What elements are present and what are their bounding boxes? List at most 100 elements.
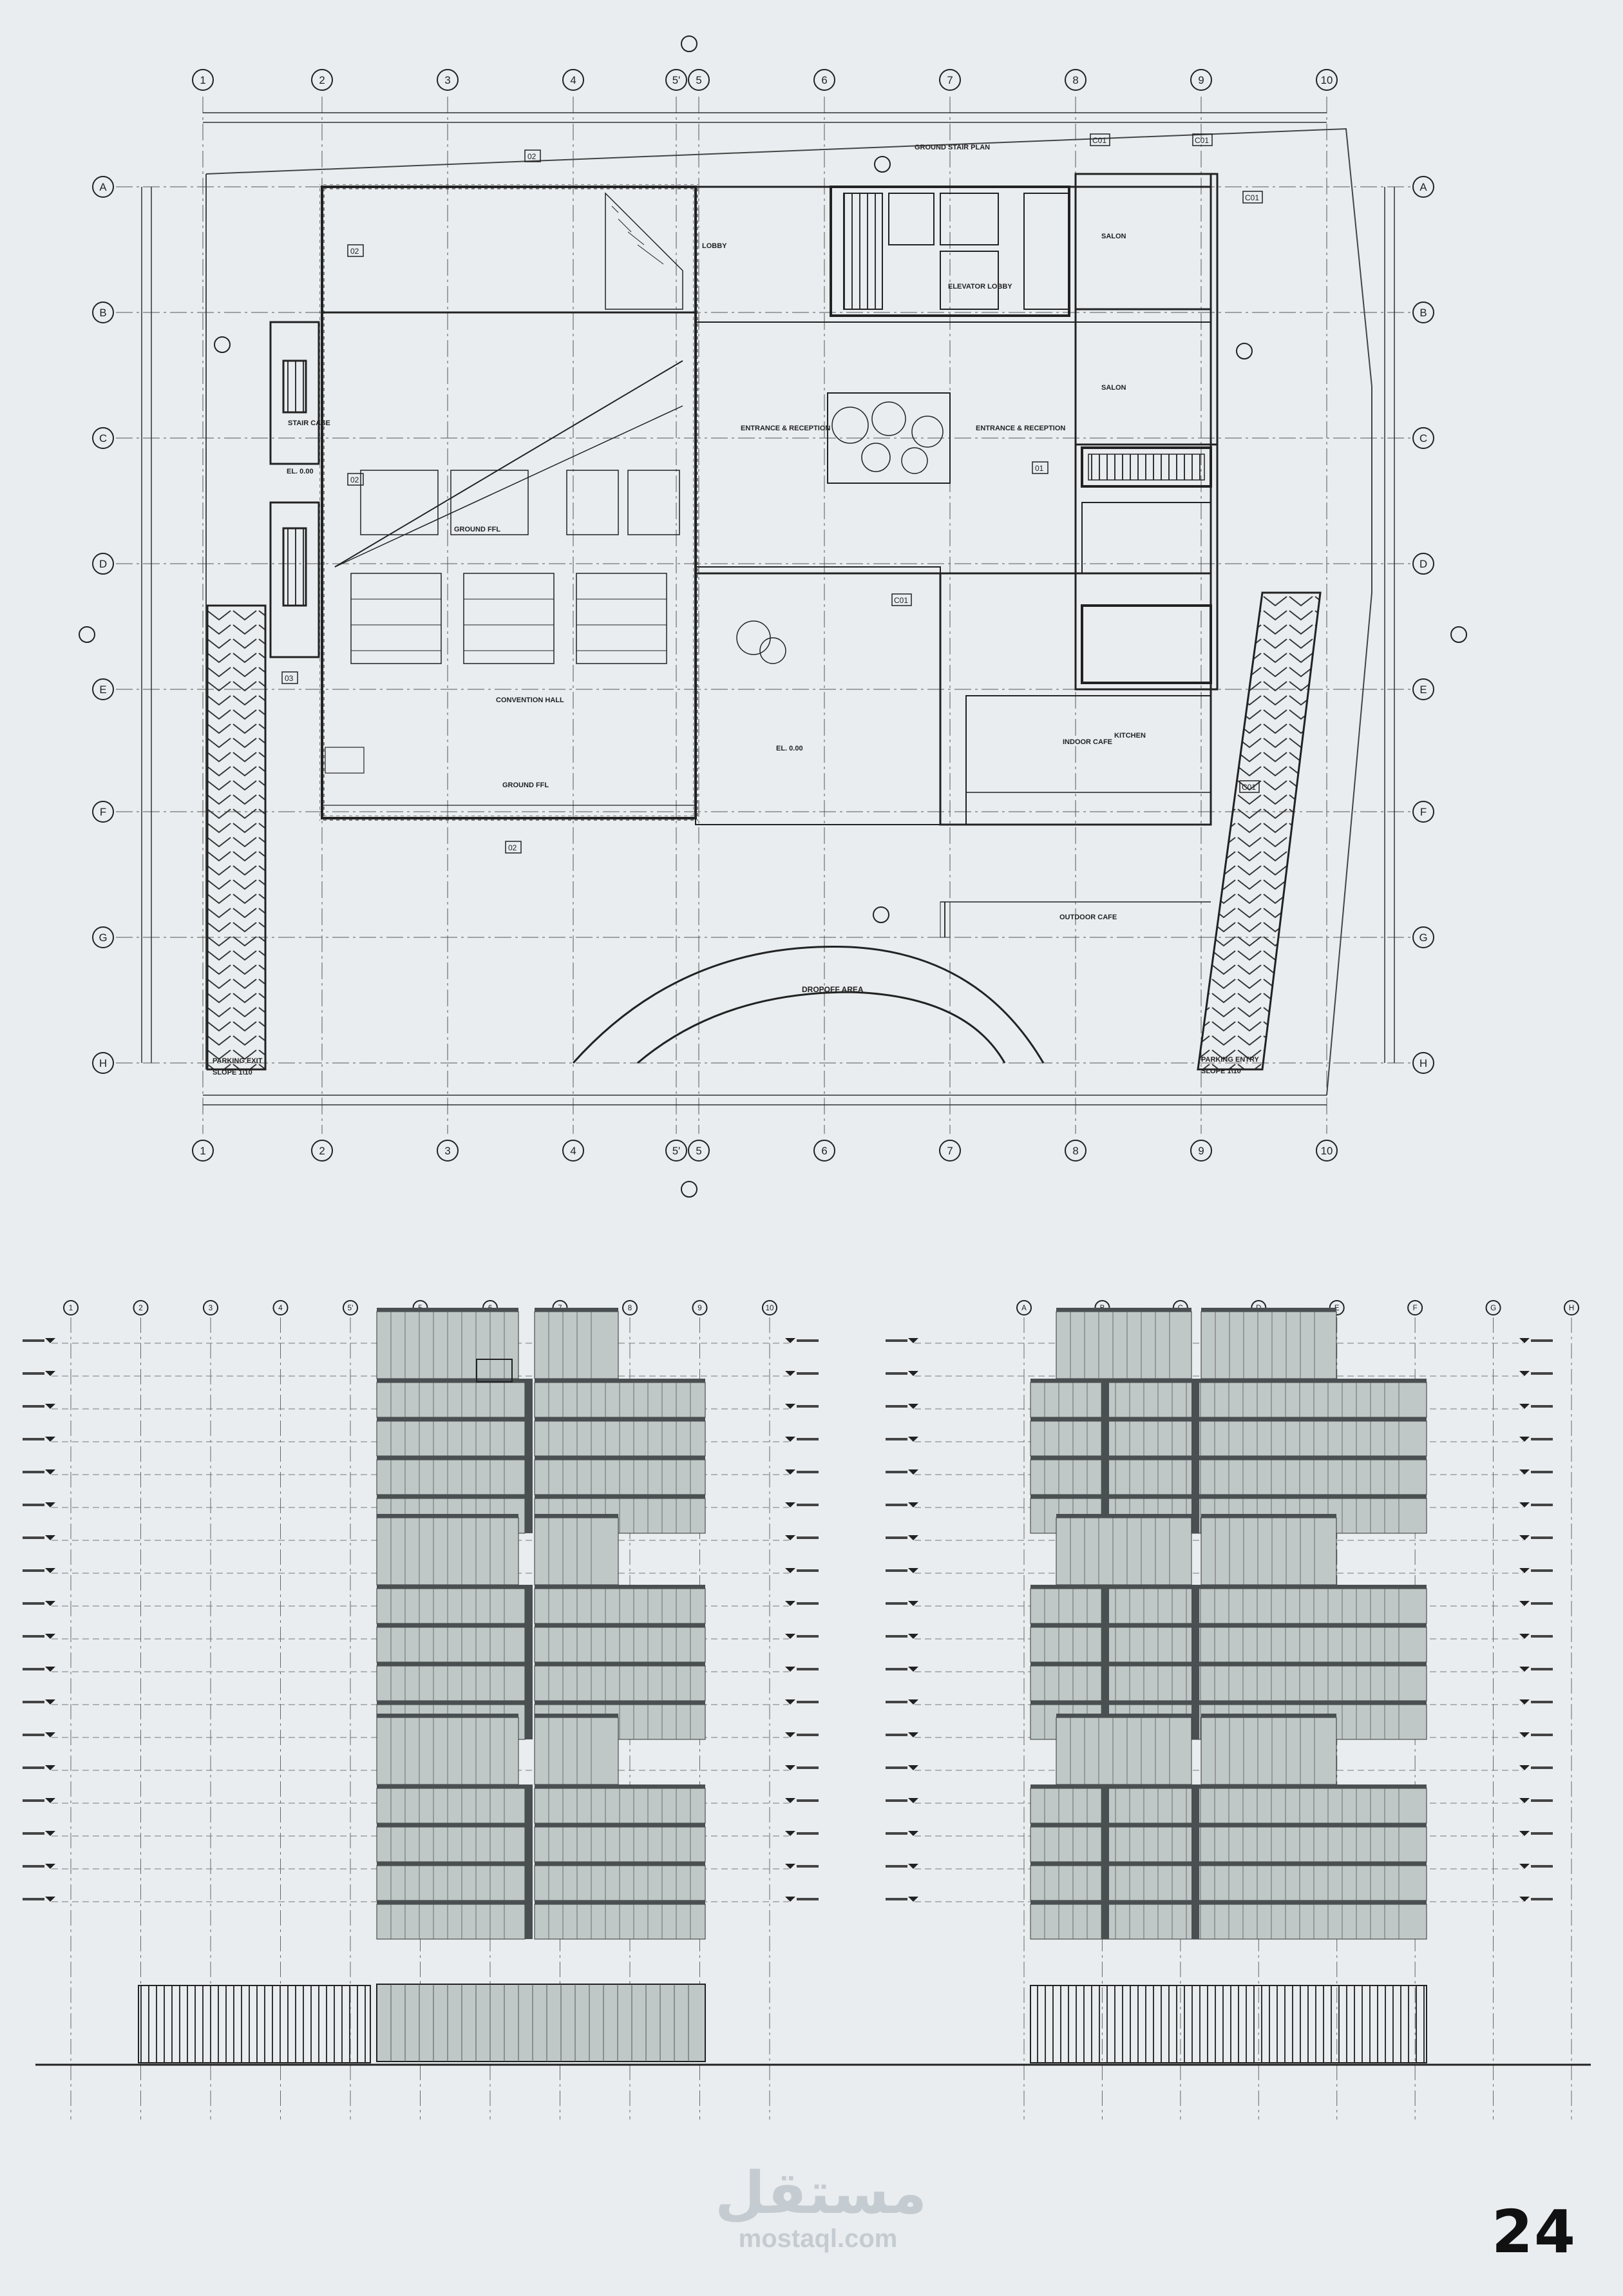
svg-text:7: 7 [947,74,953,86]
grid-col-top-10: 10 [1316,69,1338,91]
elev-right-grid-6: G [1485,1300,1501,1315]
grid-col-top-7: 7 [939,69,961,91]
svg-text:C: C [1419,432,1427,445]
watermark-arabic: مستقل [715,2159,927,2227]
grid-col-bottom-7: 7 [939,1140,961,1162]
svg-text:8: 8 [1072,1145,1078,1157]
dropoff-area [572,946,1045,1064]
grid-row-left-7: H [92,1052,114,1074]
tag-c01-c: C01 [1245,193,1259,202]
label-convention-hall: CONVENTION HALL [496,696,564,704]
elev-left-grid-8: 8 [622,1300,638,1315]
tag-02-c: 02 [350,475,359,484]
grid-col-bottom-0: 1 [192,1140,214,1162]
elev-left-grid-1: 2 [133,1300,149,1315]
grid-row-left-4: E [92,678,114,700]
grid-col-bottom-5: 5 [688,1140,710,1162]
grid-col-bottom-9: 9 [1190,1140,1212,1162]
cafe-block [939,572,1212,938]
svg-text:1: 1 [200,1145,205,1157]
grid-col-bottom-10: 10 [1316,1140,1338,1162]
tag-c01-b: C01 [1195,136,1209,145]
svg-text:D: D [99,558,107,570]
grid-row-left-1: B [92,301,114,323]
grid-col-top-2: 3 [437,69,459,91]
grid-row-right-0: A [1412,176,1434,198]
svg-text:G: G [1490,1305,1496,1312]
svg-text:9: 9 [698,1305,701,1312]
label-salon-1: SALON [1101,233,1126,240]
label-level-tag-2: EL. 0.00 [776,745,803,752]
label-entrance-reception-1: ENTRANCE & RECEPTION [741,425,830,432]
grid-col-top-6: 6 [813,69,835,91]
tag-c01-d: C01 [894,596,908,605]
label-salon-2: SALON [1101,384,1126,392]
svg-text:9: 9 [1198,1145,1204,1157]
grid-row-right-4: E [1412,678,1434,700]
grid-col-bottom-8: 8 [1065,1140,1087,1162]
plan-labels: GROUND STAIR PLAN LOBBY ENTRANCE & RECEP… [213,144,1260,1076]
svg-text:2: 2 [319,74,325,86]
svg-text:B: B [1419,307,1427,319]
svg-text:3: 3 [444,74,450,86]
tag-02-d: 02 [508,843,517,852]
svg-text:E: E [1419,684,1427,696]
grid-col-bottom-2: 3 [437,1140,459,1162]
grid-row-left-6: G [92,926,114,948]
watermark-latin: mostaql.com [738,2224,898,2253]
label-outdoor-cafe: OUTDOOR CAFE [1059,914,1117,921]
elev-left-grid-2: 3 [203,1300,218,1315]
svg-text:4: 4 [570,74,576,86]
grid-row-left-5: F [92,801,114,823]
svg-text:H: H [1569,1305,1574,1312]
svg-text:C: C [99,432,107,445]
grid-row-left-3: D [92,553,114,575]
svg-text:6: 6 [821,74,827,86]
svg-text:8: 8 [1072,74,1078,86]
elev-left-grid-10: 10 [762,1300,777,1315]
label-stair-case: STAIR CASE [288,419,330,427]
label-parking-exit-slope: SLOPE 1\10 [213,1069,252,1076]
parking-exit-ramp [206,604,267,1071]
svg-text:4: 4 [570,1145,576,1157]
svg-text:8: 8 [628,1305,632,1312]
elevation-right: ABCDEFGH [886,1300,1579,2119]
svg-text:5: 5 [696,1145,701,1157]
sheet-number: 24 [1491,2197,1577,2266]
label-ground-stair-plan: GROUND STAIR PLAN [915,144,990,151]
label-ground-ffl-2: GROUND FFL [502,781,549,789]
left-stair-towers [269,321,320,658]
svg-text:5': 5' [672,74,681,86]
label-parking-entry: PARKING ENTRY [1201,1056,1260,1064]
svg-text:G: G [99,932,107,944]
svg-text:10: 10 [1321,74,1333,86]
svg-text:F: F [1420,806,1427,818]
grid-col-bottom-6: 6 [813,1140,835,1162]
svg-text:5': 5' [672,1145,681,1157]
svg-text:F: F [100,806,106,818]
grid-row-right-2: C [1412,427,1434,449]
svg-text:3: 3 [444,1145,450,1157]
grid-row-left-0: A [92,176,114,198]
elev-left-grid-9: 9 [692,1300,708,1315]
svg-text:D: D [1419,558,1427,570]
label-kitchen: KITCHEN [1114,732,1146,740]
grid-col-top-4: 5' [665,69,687,91]
grid-col-top-3: 4 [562,69,584,91]
svg-text:2: 2 [319,1145,325,1157]
plan-dimensions [141,112,1395,1105]
grid-col-top-0: 1 [192,69,214,91]
grid-col-top-8: 8 [1065,69,1087,91]
svg-text:5': 5' [348,1305,354,1312]
svg-text:H: H [99,1057,107,1069]
svg-text:6: 6 [821,1145,827,1157]
svg-text:E: E [99,684,106,696]
convention-hall-block [319,184,698,821]
label-elevator-lobby: ELEVATOR LOBBY [948,283,1012,291]
tag-03-a: 03 [285,674,294,683]
plaza [695,566,941,825]
svg-text:A: A [99,181,107,193]
grid-col-top-9: 9 [1190,69,1212,91]
